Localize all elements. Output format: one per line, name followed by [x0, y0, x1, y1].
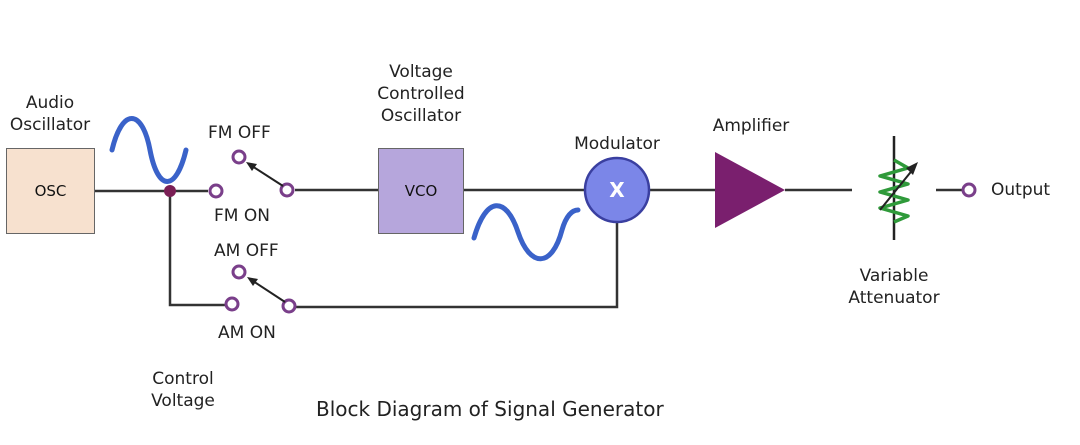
attenuator-arrowhead-icon: [906, 162, 918, 175]
vco-block-label: VCO: [404, 182, 438, 200]
vco-sine-wave: [471, 203, 581, 262]
fm-switch-arm: [251, 165, 284, 187]
am-on-terminal: [224, 296, 240, 312]
vco-label: Voltage Controlled Oscillator: [377, 62, 465, 126]
amplifier-triangle: [715, 152, 785, 228]
am-common-terminal: [281, 298, 297, 314]
audio-oscillator-label: Audio Oscillator: [9, 93, 91, 135]
am-switch-arm: [252, 280, 286, 303]
control-voltage-wire: [168, 191, 228, 307]
fm-off-label: FM OFF: [208, 123, 271, 143]
modulator-label: Modulator: [574, 134, 660, 154]
am-switch-arrow: [247, 277, 258, 286]
output-label: Output: [991, 180, 1051, 200]
osc-block: OSC: [6, 148, 95, 234]
modulator-symbol: X: [585, 158, 649, 222]
output-terminal: [961, 182, 977, 198]
variable-resistor-icon: [878, 158, 910, 224]
modulator-circle: [583, 156, 651, 224]
am-off-terminal: [231, 264, 247, 280]
am-switch-to-modulator-wire: [296, 215, 619, 309]
vco-block: VCO: [378, 148, 464, 234]
fm-switch-arrow: [246, 162, 257, 171]
junction-dot: [164, 185, 176, 197]
variable-attenuator-label: Variable Attenuator: [848, 266, 940, 308]
diagram-caption: Block Diagram of Signal Generator: [316, 397, 664, 421]
audio-sine-wave: [109, 116, 189, 184]
am-on-label: AM ON: [218, 323, 276, 343]
fm-on-terminal: [208, 183, 224, 199]
fm-on-label: FM ON: [214, 206, 270, 226]
control-voltage-label: Control Voltage: [151, 369, 215, 411]
am-off-label: AM OFF: [214, 241, 279, 261]
fm-off-terminal: [231, 149, 247, 165]
amplifier-label: Amplifier: [712, 116, 790, 136]
attenuator-adjust-arrow: [879, 167, 915, 211]
modulator-x-label: X: [609, 178, 625, 202]
osc-block-label: OSC: [34, 182, 67, 200]
fm-common-terminal: [279, 182, 295, 198]
